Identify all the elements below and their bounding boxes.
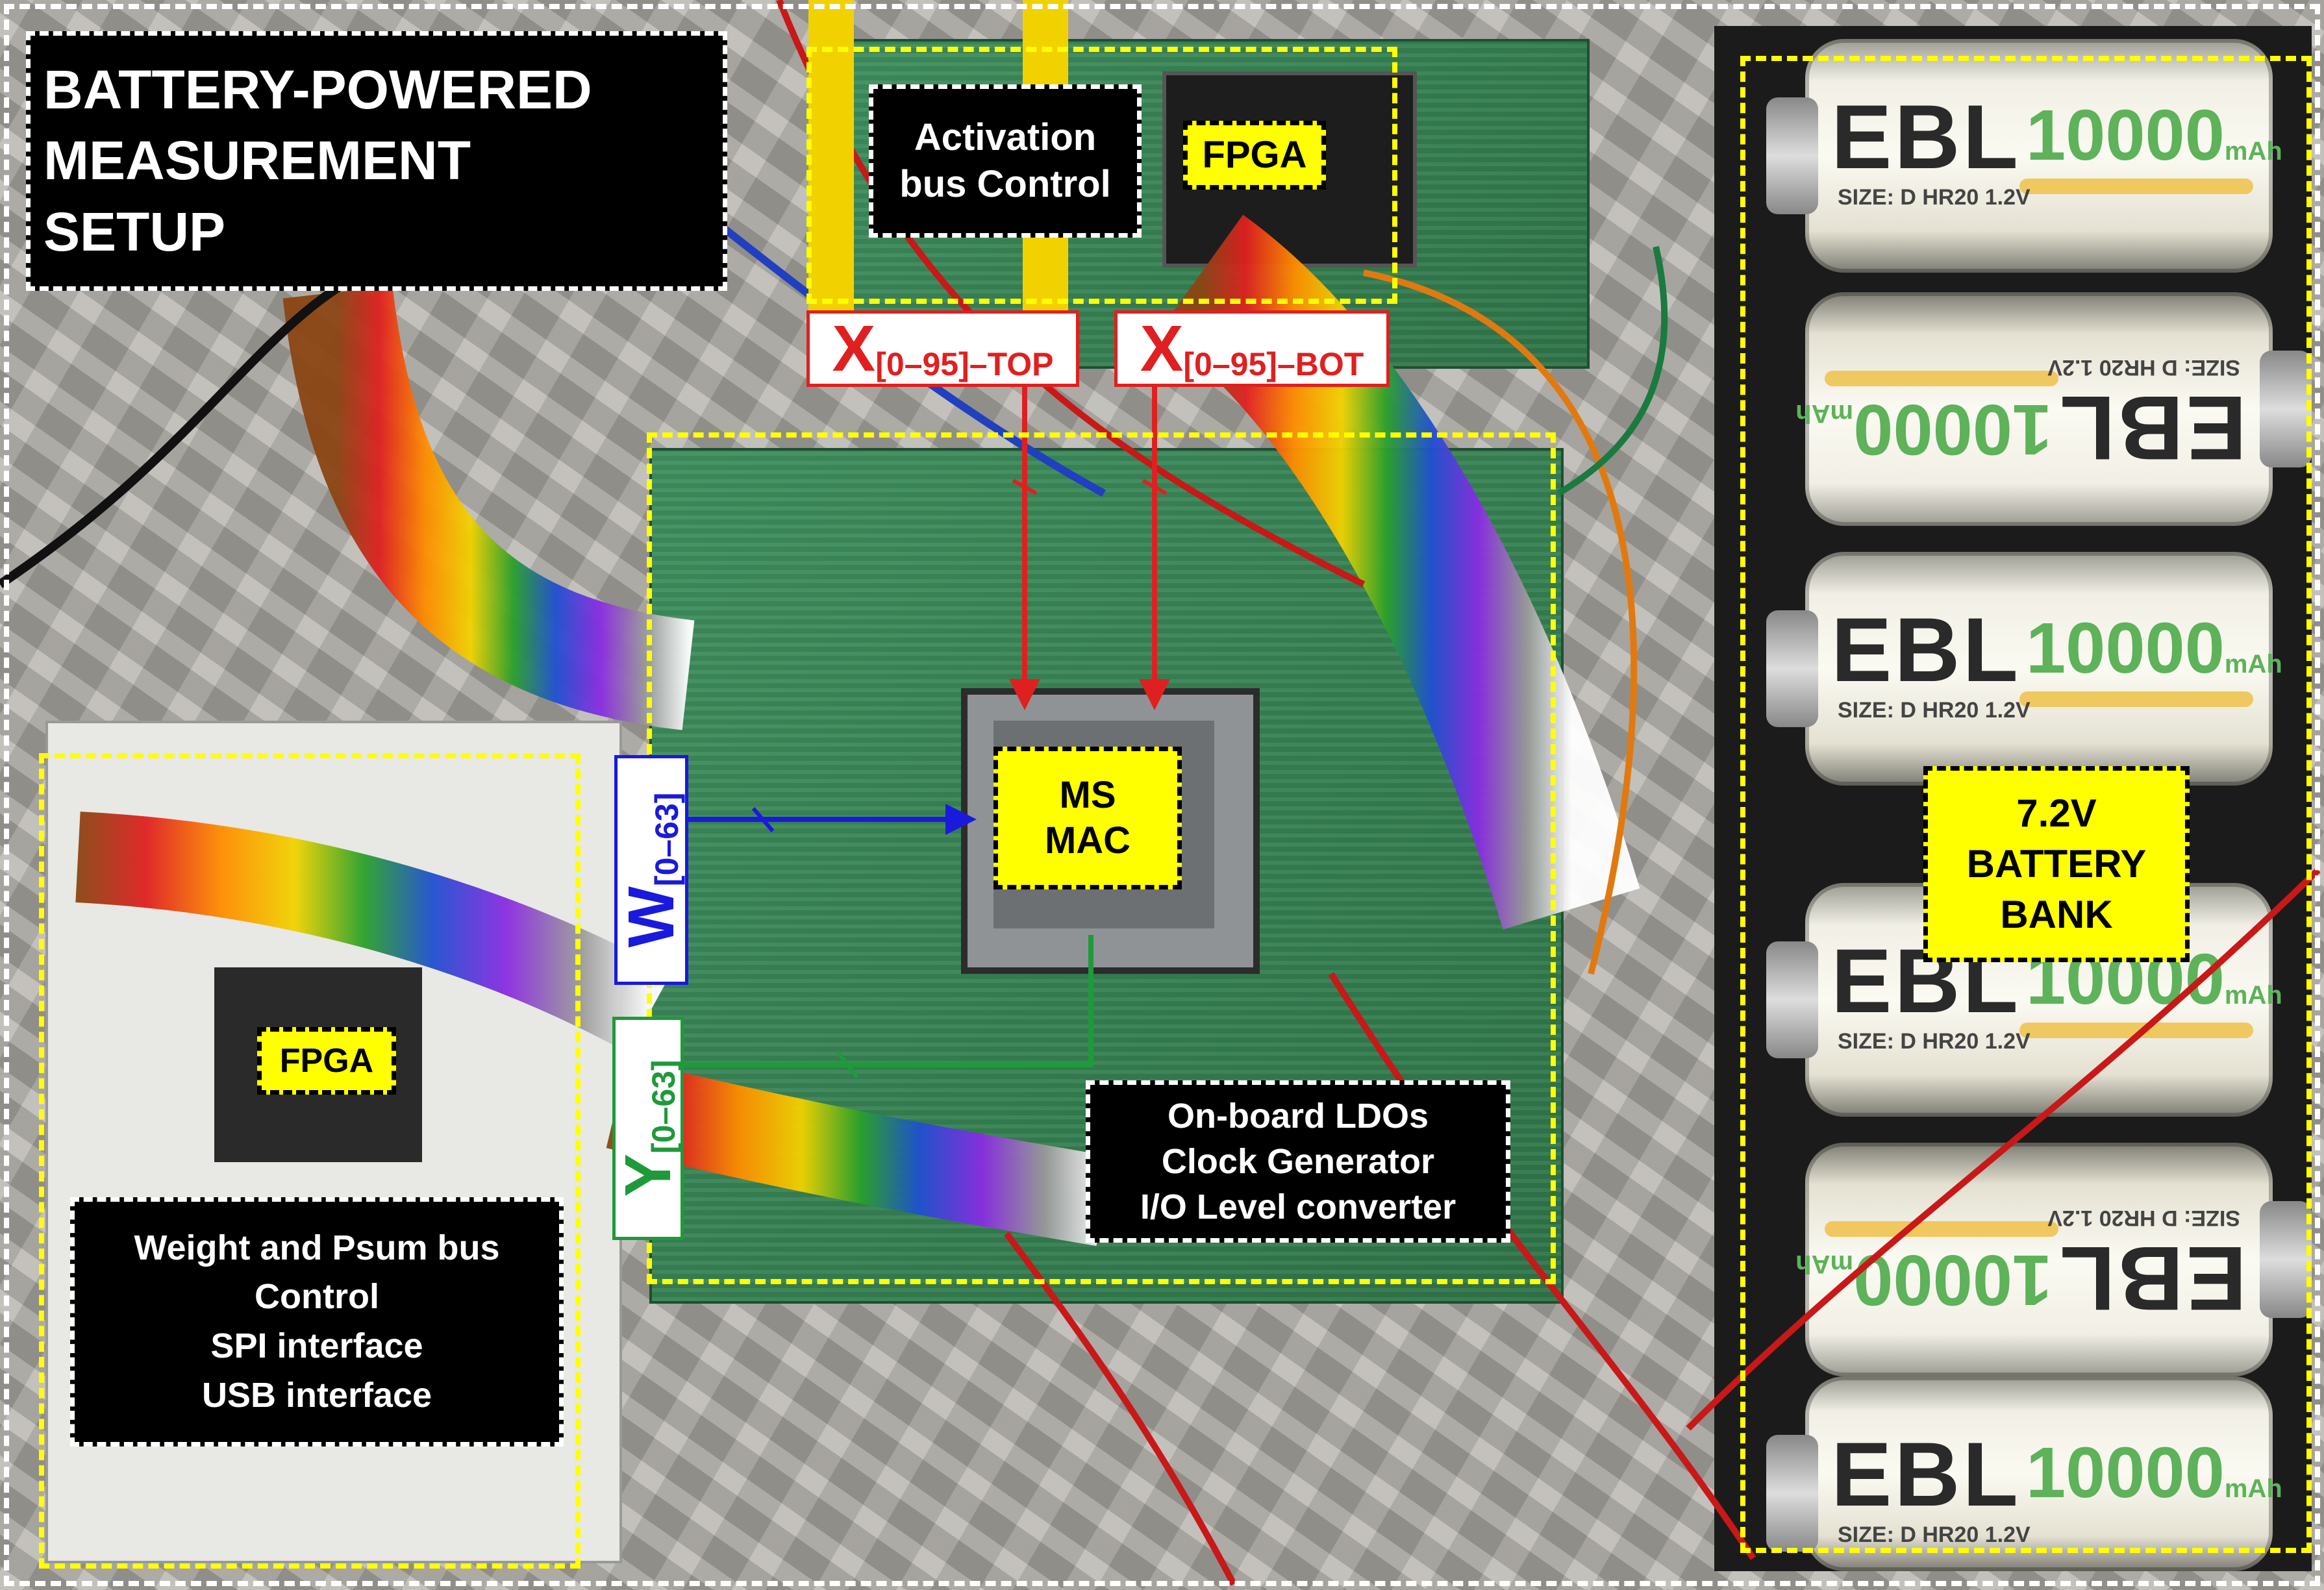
red-wire: [1686, 867, 2321, 1431]
red-wire: [1003, 1232, 1237, 1586]
activation-line: bus Control: [899, 163, 1111, 205]
title-line: BATTERY-POWERED: [44, 59, 592, 121]
battery-bank-line: 7.2V: [2016, 791, 2097, 835]
ms-mac-line: MS: [1059, 774, 1116, 817]
y-main: Y: [611, 1153, 684, 1197]
control-line: Weight and Psum bus: [134, 1228, 500, 1267]
ribbon-cable-left: [282, 286, 695, 730]
ms-mac-label: MS MAC: [993, 747, 1182, 889]
battery-cell-1: EBL 10000mAh SIZE: D HR20 1.2V: [1766, 39, 2282, 273]
battery-bank-label: 7.2V BATTERY BANK: [1923, 766, 2190, 962]
battery-brand: EBL: [1831, 86, 2021, 188]
weight-control-region-outline: [39, 753, 581, 1569]
y-sub: [0–63]: [645, 1060, 682, 1154]
w-bus-label: W [0–63]: [614, 755, 688, 985]
activation-fpga-label: FPGA: [1183, 121, 1326, 190]
title-line: MEASUREMENT: [44, 130, 471, 192]
fpga-text: FPGA: [1202, 134, 1307, 177]
battery-brand: EBL: [1831, 1423, 2021, 1525]
bus-width-tick: [1142, 478, 1168, 495]
battery-terminal-icon: [1766, 1435, 1818, 1552]
y-bus-label: Y [0–63]: [612, 1017, 684, 1240]
w-sub: [0–63]: [649, 792, 685, 887]
bus-width-tick: [836, 1050, 859, 1079]
ms-mac-line: MAC: [1044, 819, 1131, 862]
battery-size: SIZE: D HR20 1.2V: [1838, 698, 2030, 723]
battery-size: SIZE: D HR20 1.2V: [1838, 1522, 2030, 1547]
title-line: SETUP: [44, 201, 226, 262]
photo-frame: [4, 4, 2320, 1586]
battery-band: [2019, 691, 2253, 707]
fpga-text: FPGA: [279, 1041, 374, 1080]
battery-terminal-icon: [1766, 941, 1818, 1058]
battery-region-outline: [1740, 56, 2312, 1553]
onboard-line: Clock Generator: [1161, 1141, 1435, 1181]
battery-band: [2019, 179, 2253, 194]
control-line: SPI interface: [210, 1326, 423, 1365]
battery-brand: EBL: [1831, 599, 2021, 701]
battery-bank-line: BANK: [2000, 893, 2113, 936]
battery-terminal-icon: [1766, 610, 1818, 727]
battery-capacity: 10000mAh: [2026, 1433, 2282, 1513]
weight-psum-control-label: Weight and Psum bus Control SPI interfac…: [70, 1197, 564, 1447]
orange-wire: [1363, 269, 1638, 975]
battery-size: SIZE: D HR20 1.2V: [1838, 1029, 2030, 1054]
battery-terminal-icon: [1766, 97, 1818, 214]
onboard-components-label: On-board LDOs Clock Generator I/O Level …: [1086, 1080, 1510, 1243]
bus-width-tick: [751, 807, 775, 832]
activation-line: Activation: [914, 116, 1097, 158]
control-line: Control: [255, 1277, 379, 1317]
ribbon-cable-lower-left: [75, 812, 671, 1053]
page-title: BATTERY-POWERED MEASUREMENT SETUP: [26, 31, 727, 291]
battery-size: SIZE: D HR20 1.2V: [1838, 185, 2030, 210]
x-bot-sub: [0–95]–BOT: [1183, 346, 1364, 382]
y-bus-arrow: [640, 935, 1093, 1080]
x-bot-main: X: [1140, 312, 1184, 385]
bus-width-tick: [1012, 478, 1038, 495]
ribbon-cable-bottom: [606, 1059, 1112, 1247]
w-main: W: [614, 886, 688, 948]
activation-bus-control-label: Activation bus Control: [869, 84, 1142, 238]
battery-cell-3: EBL 10000mAh SIZE: D HR20 1.2V: [1766, 552, 2282, 786]
green-wire: [1556, 245, 1668, 497]
battery-bank-line: BATTERY: [1966, 842, 2147, 886]
x-top-sub: [0–95]–TOP: [875, 346, 1054, 382]
control-line: USB interface: [201, 1375, 432, 1415]
x-top-bus-label: X [0–95]–TOP: [806, 310, 1079, 387]
battery-capacity: 10000mAh: [2026, 95, 2282, 175]
onboard-line: I/O Level converter: [1140, 1187, 1456, 1227]
x-top-main: X: [832, 312, 876, 385]
left-fpga-label: FPGA: [257, 1027, 396, 1095]
black-wire: [0, 268, 366, 588]
x-bot-bus-label: X [0–95]–BOT: [1114, 310, 1390, 387]
activation-region-outline: [806, 47, 1397, 304]
battery-cell-6: EBL 10000mAh SIZE: D HR20 1.2V: [1766, 1376, 2282, 1571]
battery-capacity: 10000mAh: [2026, 608, 2282, 688]
onboard-line: On-board LDOs: [1168, 1096, 1429, 1136]
